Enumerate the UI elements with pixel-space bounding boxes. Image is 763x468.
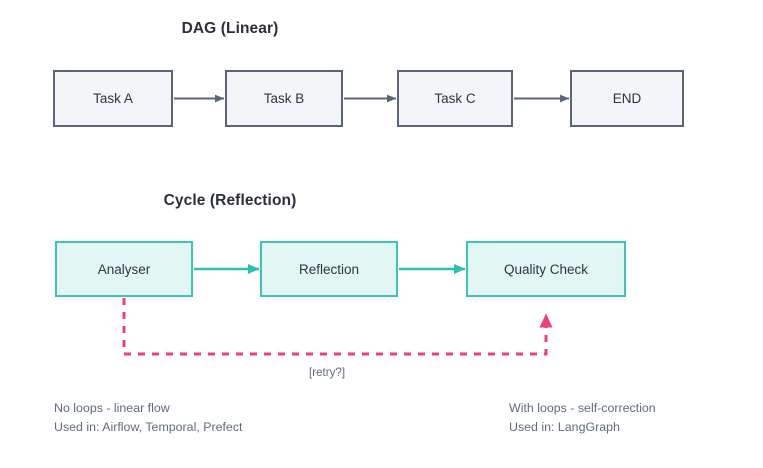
node-end-label: END: [612, 91, 642, 106]
node-analyser[interactable]: Analyser: [55, 241, 193, 297]
node-task-c[interactable]: Task C: [397, 70, 513, 127]
node-analyser-label: Analyser: [97, 261, 151, 277]
annotation-dag-line1: No loops - linear flow: [54, 401, 170, 415]
annotation-cycle: With loops - self-correction Used in: La…: [509, 399, 656, 437]
node-quality-check-label: Quality Check: [503, 261, 589, 277]
node-task-a-label: Task A: [93, 91, 133, 106]
annotation-cycle-line2: Used in: LangGraph: [509, 420, 620, 434]
node-end[interactable]: END: [570, 70, 684, 127]
dag-section-title: DAG (Linear): [181, 20, 279, 37]
node-quality-check[interactable]: Quality Check: [466, 241, 626, 297]
cycle-edges: [122, 264, 553, 356]
node-task-c-label: Task C: [434, 91, 476, 106]
retry-edge-label: [retry?]: [309, 366, 346, 379]
node-reflection[interactable]: Reflection: [260, 241, 398, 297]
cycle-section-title: Cycle (Reflection): [163, 192, 297, 209]
node-reflection-label: Reflection: [298, 261, 360, 277]
node-task-a[interactable]: Task A: [53, 70, 173, 127]
annotation-dag: No loops - linear flow Used in: Airflow,…: [54, 399, 242, 437]
annotation-dag-line2: Used in: Airflow, Temporal, Prefect: [54, 420, 243, 434]
annotation-cycle-line1: With loops - self-correction: [509, 401, 656, 415]
node-task-b[interactable]: Task B: [225, 70, 343, 127]
node-task-b-label: Task B: [263, 91, 305, 106]
edge-retry-loop: [122, 298, 553, 356]
